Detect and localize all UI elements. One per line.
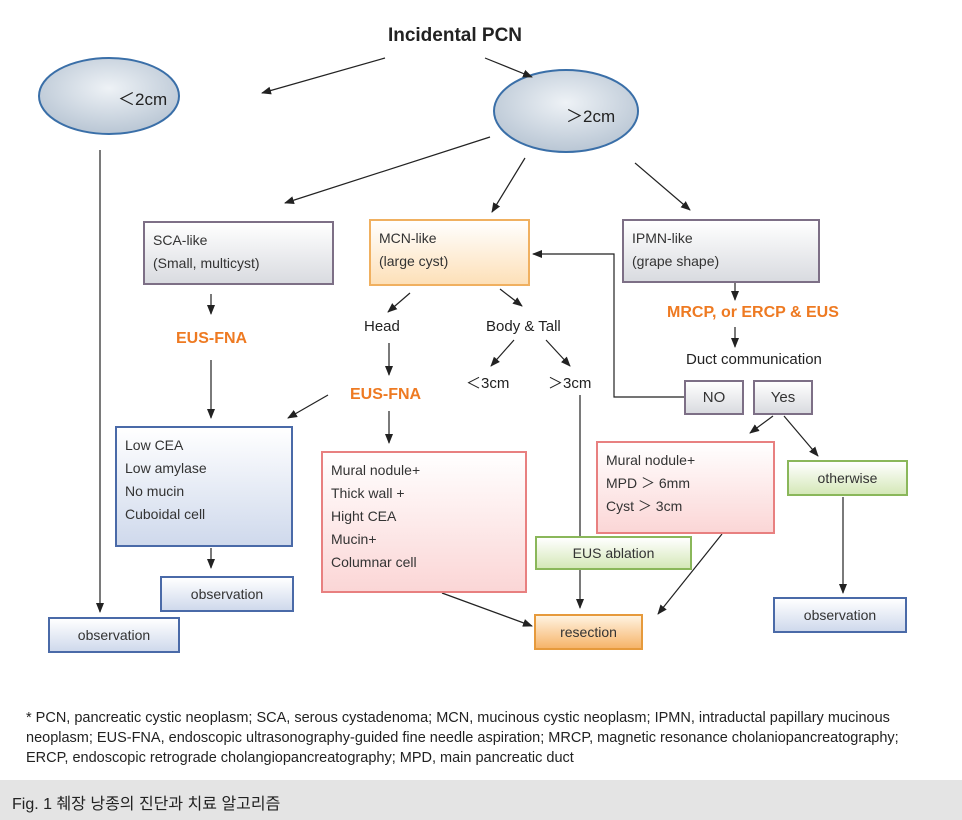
duct-communication-label: Duct communication <box>686 351 822 368</box>
arrow-mcnresult-to-resection <box>441 592 533 627</box>
mcn-result-line: Columnar cell <box>331 554 417 570</box>
no-label: NO <box>702 389 726 406</box>
eus-fna-mid-label: EUS-FNA <box>350 386 422 403</box>
arrow-large-to-ipmn <box>634 162 691 211</box>
observation-box-right: observation <box>773 597 907 633</box>
mcn-result-line: Mural nodule+ <box>331 462 421 478</box>
otherwise-label: otherwise <box>817 470 878 486</box>
ipmn-result-line: Cyst ＞ 3cm <box>606 498 683 514</box>
ipmn-like-box: IPMN-like (grape shape) <box>622 219 820 283</box>
mcn-result-line: Hight CEA <box>331 508 397 524</box>
ipmn-result-box: Mural nodule+ MPD ＞ 6mm Cyst ＞ 3cm <box>596 441 775 534</box>
ipmn-like-title: IPMN-like <box>632 230 693 246</box>
figure-caption-bar: Fig. 1 췌장 낭종의 진단과 치료 알고리즘 <box>0 780 962 820</box>
arrow-yes-to-otherwise <box>783 415 819 457</box>
arrow-eusfna-mid-to-scaresult <box>287 394 329 419</box>
flowchart-connectors: Incidental PCN <box>38 25 847 627</box>
sca-like-box: SCA-like (Small, multicyst) <box>143 221 334 285</box>
observation-label: observation <box>77 627 151 643</box>
arrow-title-to-small <box>261 57 386 95</box>
observation-box-left: observation <box>48 617 180 653</box>
arrow-body-to-lt3 <box>490 339 515 367</box>
arrow-mcn-to-body <box>499 288 523 307</box>
ipmn-result-line: MPD ＞ 6mm <box>606 475 690 491</box>
mcn-result-box: Mural nodule+ Thick wall + Hight CEA Muc… <box>321 451 527 593</box>
arrow-large-to-mcn <box>491 157 526 213</box>
arrow-ipmnresult-to-resection <box>657 533 723 615</box>
figure-caption: Fig. 1 췌장 낭종의 진단과 치료 알고리즘 <box>12 796 281 813</box>
arrow-title-to-large <box>484 57 533 78</box>
ellipse-lt2cm-label: ＜2cm <box>118 90 168 109</box>
sca-result-box: Low CEA Low amylase No mucin Cuboidal ce… <box>115 426 293 547</box>
observation-label: observation <box>803 607 877 623</box>
ellipse-lt2cm <box>38 57 180 135</box>
mcn-result-line: Thick wall + <box>331 485 405 501</box>
eus-ablation-box: EUS ablation <box>535 536 692 570</box>
sca-like-title: SCA-like <box>153 232 208 248</box>
sca-result-line: No mucin <box>125 483 185 499</box>
ipmn-like-subtitle: (grape shape) <box>632 253 720 269</box>
ellipse-gt2cm <box>493 69 639 153</box>
chart-title: Incidental PCN <box>388 25 522 46</box>
sca-like-subtitle: (Small, multicyst) <box>153 255 260 271</box>
arrow-large-to-sca <box>284 136 491 205</box>
mcn-like-subtitle: (large cyst) <box>379 253 449 269</box>
otherwise-box: otherwise <box>787 460 908 496</box>
footnote: * PCN, pancreatic cystic neoplasm; SCA, … <box>26 710 899 766</box>
body-tail-label: Body & Tall <box>486 318 561 335</box>
lt3cm-label: ＜3cm <box>466 375 510 392</box>
sca-result-line: Low CEA <box>125 437 184 453</box>
mrcp-label: MRCP, or ERCP & EUS <box>667 304 839 321</box>
mcn-like-box: MCN-like (large cyst) <box>369 219 530 286</box>
yes-label: Yes <box>770 389 796 406</box>
resection-label: resection <box>560 624 617 640</box>
no-box: NO <box>684 380 744 415</box>
mcn-like-title: MCN-like <box>379 230 437 246</box>
arrow-mcn-to-head <box>387 292 411 313</box>
sca-result-line: Low amylase <box>125 460 207 476</box>
arrow-no-to-mcn <box>532 250 684 398</box>
arrow-yes-to-ipmnresult <box>749 415 774 434</box>
ipmn-result-line: Mural nodule+ <box>606 452 696 468</box>
observation-label: observation <box>190 586 264 602</box>
eus-ablation-label: EUS ablation <box>572 545 655 561</box>
mcn-result-line: Mucin+ <box>331 531 377 547</box>
gt3cm-label: ＞3cm <box>548 375 592 392</box>
eus-fna-left-label: EUS-FNA <box>176 330 248 347</box>
resection-box: resection <box>534 614 643 650</box>
yes-box: Yes <box>753 380 813 415</box>
head-label: Head <box>364 318 400 335</box>
sca-result-line: Cuboidal cell <box>125 506 206 522</box>
observation-box-mid: observation <box>160 576 294 612</box>
ellipse-gt2cm-label: ＞2cm <box>566 107 616 126</box>
arrow-body-to-gt3 <box>545 339 571 367</box>
